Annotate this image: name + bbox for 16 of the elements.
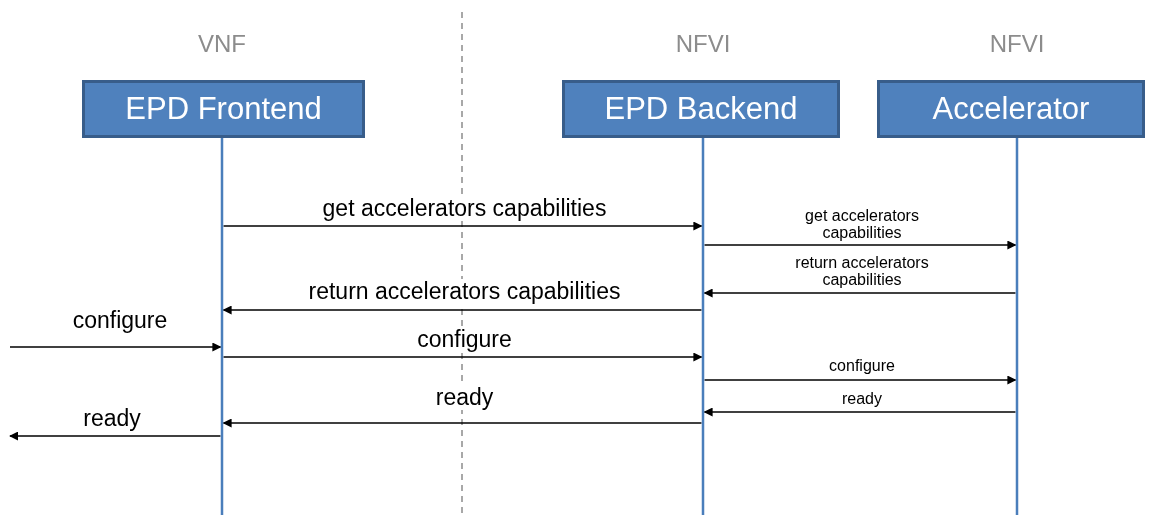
message-arrow bbox=[222, 305, 703, 315]
group-label: VNF bbox=[197, 30, 247, 58]
message-arrow bbox=[703, 288, 1017, 298]
participant-box: Accelerator bbox=[877, 80, 1145, 138]
group-label: NFVI bbox=[988, 30, 1046, 58]
participant-box: EPD Frontend bbox=[82, 80, 365, 138]
message-arrow bbox=[9, 431, 222, 441]
participant-box: EPD Backend bbox=[562, 80, 840, 138]
message-arrow bbox=[703, 375, 1017, 385]
message-arrow bbox=[9, 342, 222, 352]
message-arrow bbox=[222, 352, 703, 362]
message-arrow bbox=[222, 221, 703, 231]
message-arrow bbox=[703, 240, 1017, 250]
group-label: NFVI bbox=[674, 30, 732, 58]
message-arrow bbox=[703, 407, 1017, 417]
message-arrow bbox=[222, 418, 703, 428]
